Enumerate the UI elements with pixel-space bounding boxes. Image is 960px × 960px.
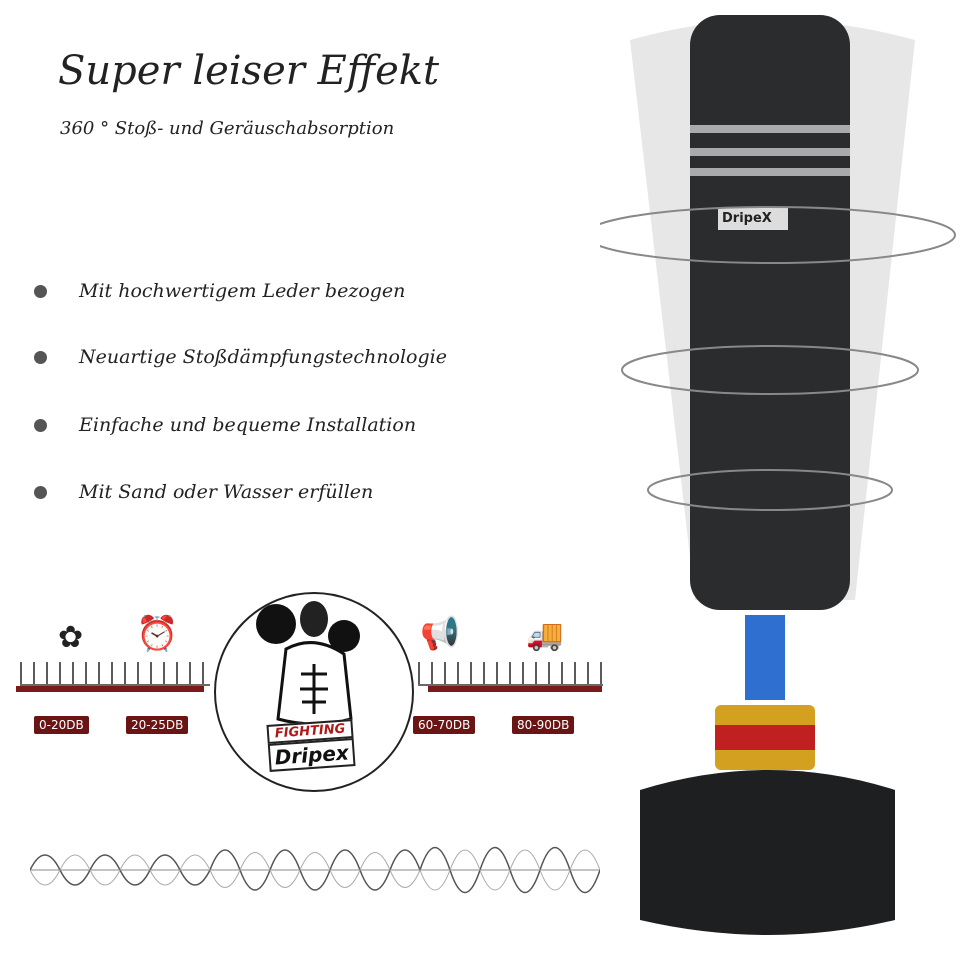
bullet-icon [34, 350, 47, 364]
noise-badge: 20-25DB [126, 716, 189, 734]
boxer-illustration [256, 601, 360, 726]
noise-badge: 60-70DB [413, 716, 476, 734]
brand-label: DripeX [722, 211, 772, 226]
bullet-icon [34, 284, 47, 298]
feature-item: Einfache und bequeme Installation [34, 414, 416, 436]
hair-dryer-icon: 📢 [420, 614, 460, 652]
feature-item: Mit Sand oder Wasser erfüllen [34, 481, 373, 503]
feature-text: Neuartige Stoßdämpfungstechnologie [79, 346, 447, 368]
logo-text-dripex: Dripex [267, 738, 356, 772]
subtitle: 360 ° Stoß- und Geräuschabsorption [60, 118, 395, 139]
scale-bar-left [16, 686, 204, 692]
feature-text: Mit hochwertigem Leder bezogen [79, 280, 406, 302]
noise-ruler-left [20, 662, 210, 686]
noise-ruler-right [418, 662, 603, 686]
feature-item: Neuartige Stoßdämpfungstechnologie [34, 346, 447, 368]
feature-text: Einfache und bequeme Installation [79, 414, 417, 436]
scale-bar-right [428, 686, 602, 692]
feature-text: Mit Sand oder Wasser erfüllen [79, 481, 374, 503]
bullet-icon [34, 418, 47, 432]
alarm-clock-icon: ⏰ [136, 614, 179, 654]
noise-badge: 80-90DB [512, 716, 575, 734]
noise-badge: 0-20DB [34, 716, 89, 734]
bullet-icon [34, 485, 47, 499]
punching-bag-product [600, 15, 956, 935]
sound-wave [30, 847, 600, 893]
delivery-truck-icon: 🚚 [526, 618, 564, 653]
flower-icon: ✿ [58, 620, 84, 655]
page-title: Super leiser Effekt [58, 48, 440, 94]
fighting-dripex-logo: FIGHTING Dripex [214, 592, 414, 792]
feature-item: Mit hochwertigem Leder bezogen [34, 280, 405, 302]
